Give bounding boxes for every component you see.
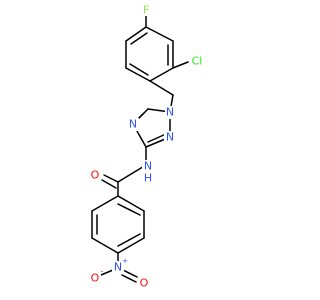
bond-layer <box>91 14 189 283</box>
bond <box>125 67 151 82</box>
bond <box>149 80 174 96</box>
molecule-diagram: F Cl N N N N H O N + <box>89 3 205 290</box>
bond <box>147 133 167 143</box>
triazole-n2-label: N <box>166 131 174 144</box>
atom-fluorine: F <box>141 3 151 17</box>
bond <box>117 195 145 212</box>
atom-nitro-o-double: O <box>138 276 150 290</box>
nitro-o-charge: - <box>101 267 104 276</box>
bond <box>125 26 147 42</box>
atom-nitro-n: N + <box>112 257 128 274</box>
atom-triazole-n1: N <box>165 106 175 119</box>
bond <box>129 63 149 76</box>
atom-triazole-n2: N <box>164 131 176 144</box>
fluorine-label: F <box>143 4 149 17</box>
bond <box>91 195 119 212</box>
bond <box>172 61 189 69</box>
atom-nitro-o-single: O - <box>89 267 104 285</box>
atom-triazole-n4: N <box>127 118 139 131</box>
bond <box>117 237 145 254</box>
amide-n-label: N <box>144 160 152 173</box>
bond <box>91 237 119 254</box>
bond <box>130 32 148 45</box>
nitro-o-single-label: O <box>91 272 100 285</box>
nitro-o-double-label: O <box>140 277 149 290</box>
atom-label-layer: F Cl N N N N H O N + <box>89 3 205 290</box>
bond <box>117 233 141 247</box>
bond <box>145 26 174 42</box>
bond <box>122 269 138 278</box>
atom-amide-n: N H <box>142 160 154 185</box>
bond <box>103 174 119 183</box>
carbonyl-o-label: O <box>91 169 100 182</box>
bond <box>117 164 147 183</box>
chlorine-label: Cl <box>192 55 203 68</box>
bond <box>121 274 137 283</box>
bond <box>101 179 117 189</box>
amide-h-label: H <box>144 172 152 185</box>
bond <box>117 203 141 216</box>
atom-chlorine: Cl <box>189 55 205 68</box>
triazole-n4-label: N <box>129 118 137 131</box>
atom-carbonyl-o: O <box>89 168 101 182</box>
bond <box>100 269 114 276</box>
triazole-n1-label: N <box>166 106 174 119</box>
nitro-n-label: N <box>114 261 122 274</box>
nitro-n-charge: + <box>122 257 128 265</box>
bond <box>149 67 174 82</box>
